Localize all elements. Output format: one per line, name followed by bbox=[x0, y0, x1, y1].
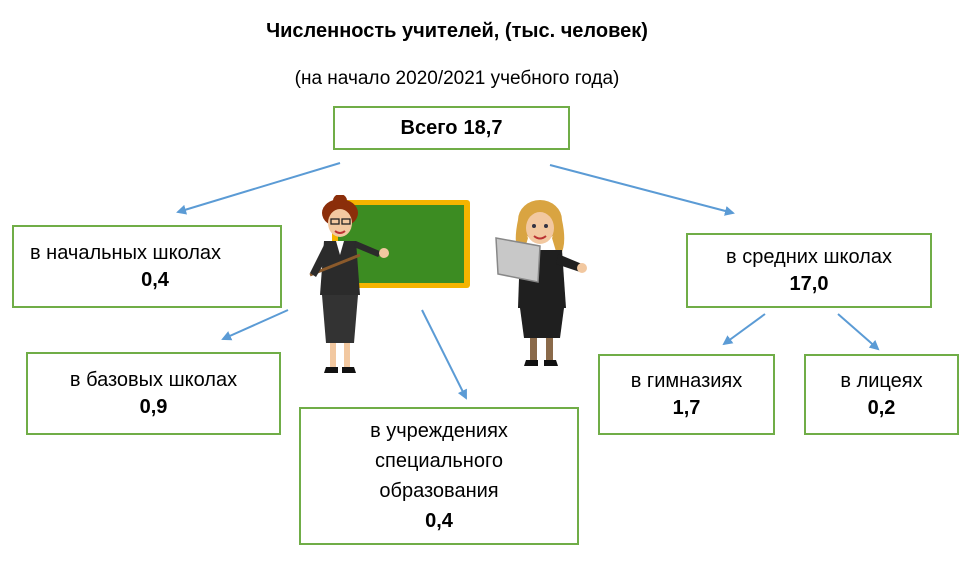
diagram-title: Численность учителей, (тыс. человек) bbox=[266, 20, 648, 42]
arrow-secondary-to-gymnasium bbox=[722, 313, 766, 346]
arrow-primary-to-basic bbox=[221, 309, 289, 341]
node-special-label-line: специального bbox=[375, 450, 503, 472]
node-lyceum-label: в лицеях bbox=[840, 369, 923, 392]
node-lyceum-value: 0,2 bbox=[867, 396, 896, 419]
teacher-with-board-icon bbox=[309, 195, 470, 373]
node-special-label-line: образования bbox=[379, 480, 499, 502]
arrow-total-to-primary bbox=[176, 162, 341, 215]
node-total: Всего 18,7 bbox=[333, 106, 570, 150]
node-gymnasium-value: 1,7 bbox=[672, 396, 701, 419]
arrow-secondary-to-lyceum bbox=[837, 313, 880, 351]
node-total-label: Всего bbox=[400, 116, 458, 139]
node-primary-value: 0,4 bbox=[141, 268, 169, 291]
arrow-to-special bbox=[421, 309, 467, 400]
diagram-subtitle: (на начало 2020/2021 учебного года) bbox=[294, 68, 620, 89]
node-lyceums: в лицеях 0,2 bbox=[804, 354, 959, 435]
node-secondary-value: 17,0 bbox=[789, 272, 829, 295]
node-basic-label: в базовых школах bbox=[69, 368, 238, 391]
node-special-education: в учреждениях специального образования 0… bbox=[299, 407, 579, 545]
node-basic-value: 0,9 bbox=[139, 395, 168, 418]
node-special-value: 0,4 bbox=[425, 510, 453, 532]
arrow-total-to-secondary bbox=[549, 164, 735, 216]
node-gymnasiums: в гимназиях 1,7 bbox=[598, 354, 775, 435]
node-basic-schools: в базовых школах 0,9 bbox=[26, 352, 281, 435]
node-primary-schools: в начальных школах 0,4 bbox=[12, 225, 282, 308]
node-primary-label: в начальных школах bbox=[30, 241, 222, 264]
node-gymnasium-label: в гимназиях bbox=[630, 369, 743, 392]
node-total-value: 18,7 bbox=[463, 116, 503, 139]
node-special-label-line: в учреждениях bbox=[370, 420, 508, 442]
node-secondary-label: в средних школах bbox=[726, 245, 892, 268]
node-secondary-schools: в средних школах 17,0 bbox=[686, 233, 932, 308]
teacher-with-tablet-icon bbox=[495, 200, 587, 366]
